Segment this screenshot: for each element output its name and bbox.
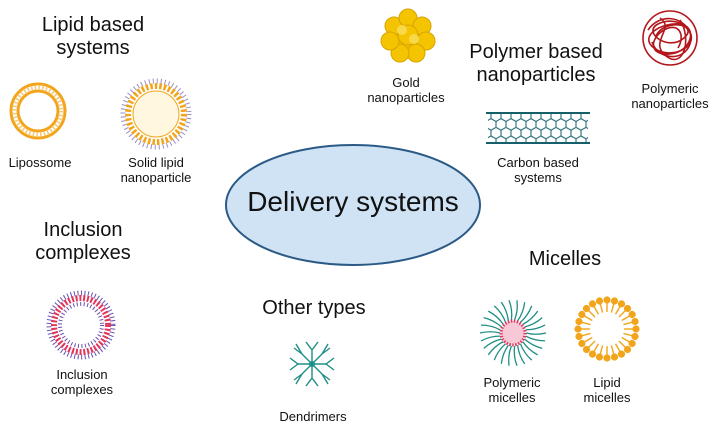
polymeric-nanoparticles-label: Polymeric nanoparticles	[631, 81, 709, 111]
center-label: Delivery systems	[247, 186, 459, 217]
dendrimers-label: Dendrimers	[279, 409, 347, 424]
heading-lipid-based: Lipid based systems	[41, 14, 145, 59]
heading-polymer-based: Polymer based nanoparticles	[469, 41, 603, 86]
polymeric-nanoparticle-icon	[642, 10, 698, 66]
polymeric-micelle-icon	[479, 300, 547, 366]
inclusion-complex-icon	[46, 290, 116, 360]
solid-lipid-nanoparticle-label: Solid lipid nanoparticle	[120, 155, 192, 185]
liposome-label: Lipossome	[8, 155, 72, 170]
delivery-systems-ellipse	[225, 144, 481, 266]
lipid-micelles-label: Lipid micelles	[583, 375, 631, 405]
carbon-nanotube-icon	[486, 112, 590, 144]
heading-inclusion-complexes: Inclusion complexes	[35, 219, 131, 264]
solid-lipid-nanoparticle-icon	[120, 78, 192, 150]
inclusion-complexes-label: Inclusion complexes	[50, 367, 114, 397]
lipid-micelle-icon	[574, 296, 640, 362]
carbon-based-systems-label: Carbon based systems	[497, 155, 579, 185]
heading-other-types: Other types	[262, 297, 366, 319]
heading-micelles: Micelles	[528, 248, 602, 270]
dendrimer-icon	[289, 341, 335, 387]
gold-nanoparticles-label: Gold nanoparticles	[367, 75, 445, 105]
polymeric-micelles-label: Polymeric micelles	[483, 375, 541, 405]
gold-nanoparticle-icon	[380, 8, 436, 63]
liposome-icon	[9, 82, 67, 140]
